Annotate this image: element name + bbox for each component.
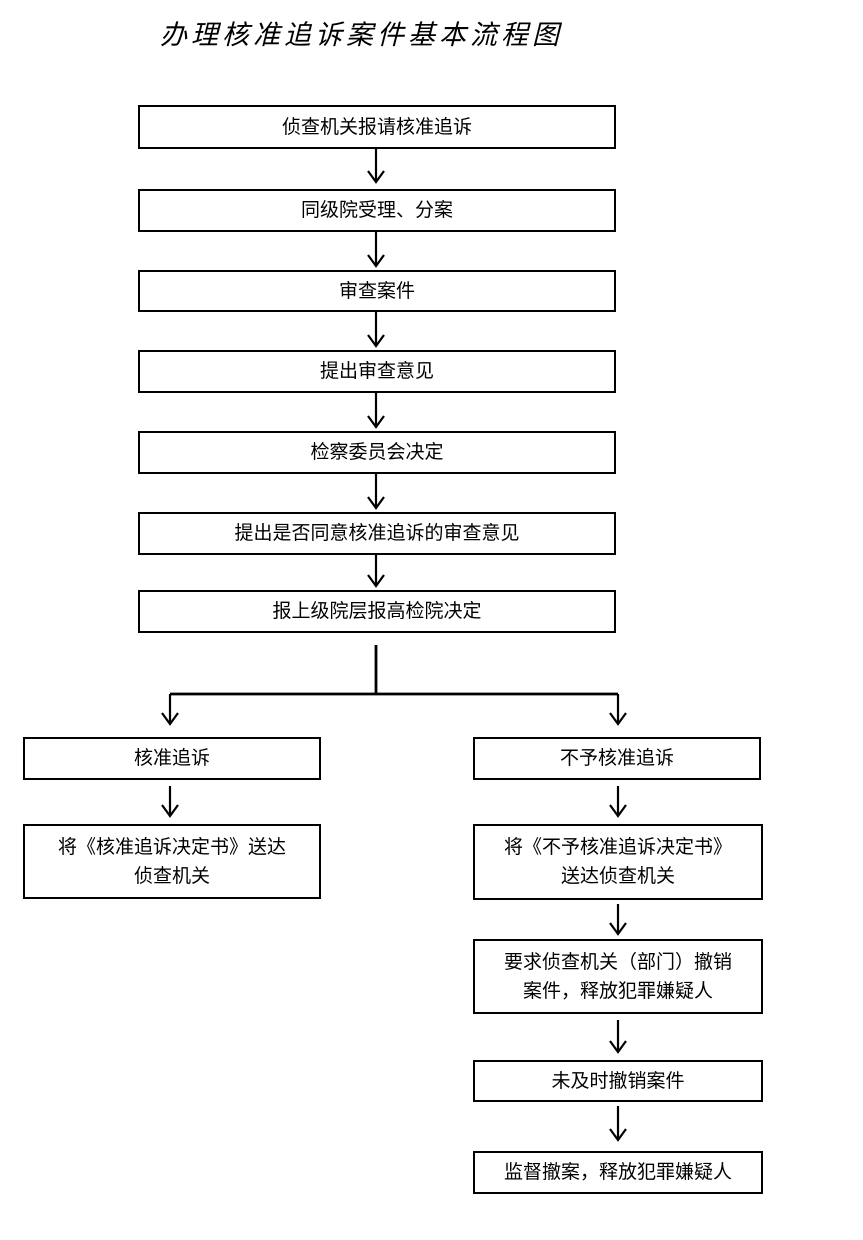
arrow-right-3 [609, 1020, 627, 1054]
step-label-line-1: 将《核准追诉决定书》送达 [57, 835, 286, 858]
decision-approve: 核准追诉 [23, 737, 321, 780]
arrow-main-5 [367, 474, 385, 510]
arrow-left-1 [161, 786, 179, 818]
step-label: 提出是否同意核准追诉的审查意见 [234, 522, 520, 544]
step-label-line-2: 侦查机关 [133, 864, 210, 887]
diagram-title: 办理核准追诉案件基本流程图 [160, 20, 563, 51]
step-review-case: 审查案件 [138, 270, 616, 312]
decision-reject: 不予核准追诉 [473, 737, 761, 780]
step-label-line-2: 送达侦查机关 [560, 865, 675, 887]
step-label-line-1: 将《不予核准追诉决定书》 [503, 836, 732, 858]
step-approval-opinion: 提出是否同意核准追诉的审查意见 [138, 512, 616, 555]
decision-label: 不予核准追诉 [559, 747, 674, 769]
step-require-withdraw: 要求侦查机关（部门）撤销 案件，释放犯罪嫌疑人 [473, 939, 763, 1014]
step-label: 未及时撤销案件 [551, 1069, 685, 1092]
step-label: 监督撤案，释放犯罪嫌疑人 [503, 1161, 732, 1183]
arrow-split-right [609, 694, 627, 726]
arrow-main-6 [367, 555, 385, 588]
decision-label: 核准追诉 [133, 747, 210, 769]
step-label: 检察委员会决定 [310, 441, 444, 463]
step-escalate-decision: 报上级院层报高检院决定 [138, 590, 616, 633]
step-label: 审查案件 [338, 279, 415, 302]
step-report-request: 侦查机关报请核准追诉 [138, 105, 616, 149]
arrow-right-4 [609, 1106, 627, 1142]
arrow-main-3 [367, 312, 385, 348]
step-label-line-2: 案件，释放犯罪嫌疑人 [522, 979, 713, 1002]
step-label: 提出审查意见 [319, 360, 434, 382]
step-not-withdrawn: 未及时撤销案件 [473, 1060, 763, 1102]
arrow-main-2 [367, 232, 385, 268]
arrow-main-1 [367, 149, 385, 184]
arrow-main-4 [367, 393, 385, 429]
step-supervise-withdraw: 监督撤案，释放犯罪嫌疑人 [473, 1151, 763, 1194]
arrow-right-2 [609, 904, 627, 936]
step-deliver-approval: 将《核准追诉决定书》送达 侦查机关 [23, 824, 321, 899]
step-deliver-rejection: 将《不予核准追诉决定书》 送达侦查机关 [473, 824, 763, 900]
arrow-split-left [161, 694, 179, 726]
step-label-line-1: 要求侦查机关（部门）撤销 [503, 950, 732, 973]
step-committee-decision: 检察委员会决定 [138, 431, 616, 474]
step-label: 同级院受理、分案 [300, 199, 453, 221]
split-connector [170, 645, 618, 696]
step-accept-assign: 同级院受理、分案 [138, 189, 616, 232]
arrow-right-1 [609, 786, 627, 818]
step-review-opinion: 提出审查意见 [138, 350, 616, 393]
step-label: 报上级院层报高检院决定 [272, 600, 482, 622]
step-label: 侦查机关报请核准追诉 [281, 115, 472, 138]
